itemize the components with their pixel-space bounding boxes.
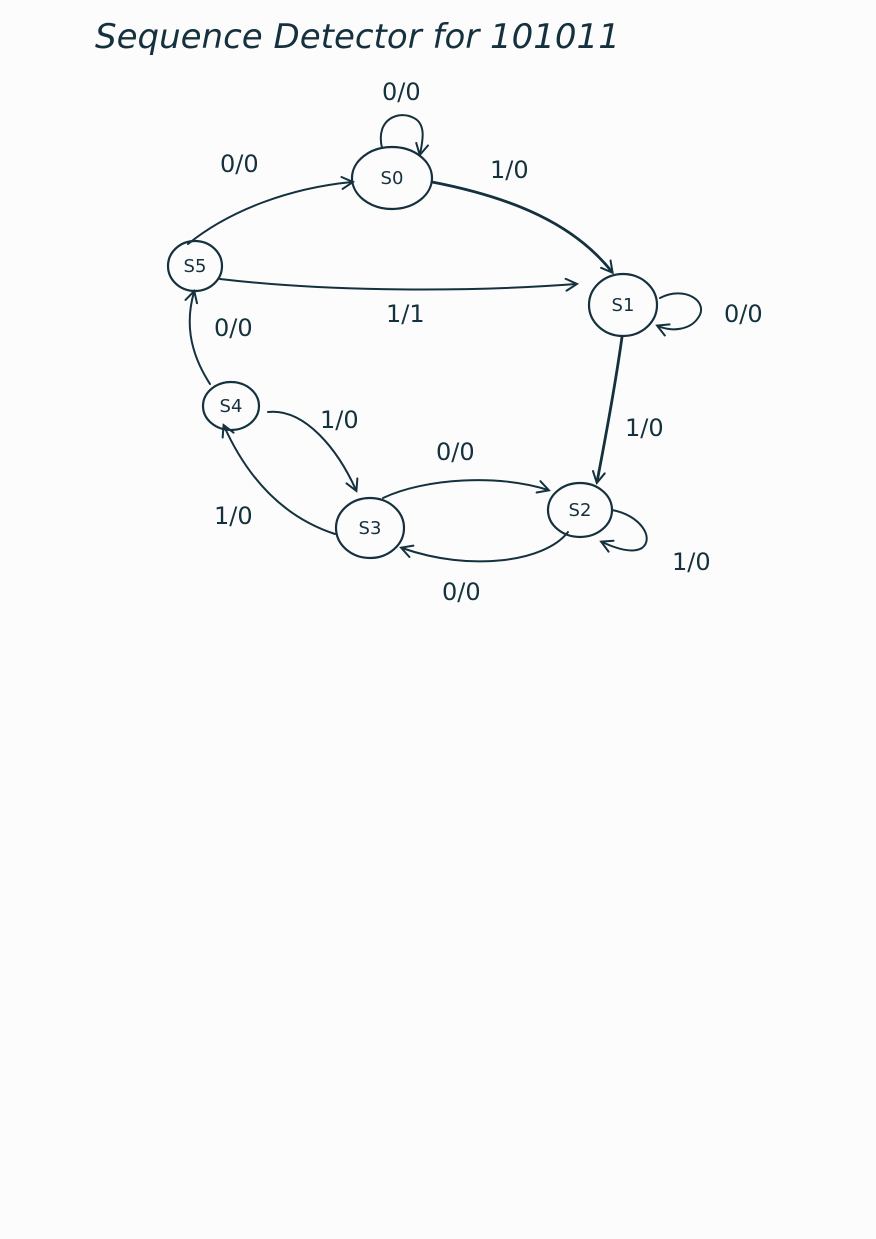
state-s2-label: S2	[569, 500, 592, 521]
label-s2-to-s3: 0/0	[442, 578, 481, 606]
label-s3-to-s4: 1/0	[214, 502, 253, 530]
state-s0: S0	[350, 145, 434, 211]
edge-s2-to-s3	[402, 531, 569, 563]
label-s4-to-s3: 1/0	[320, 406, 359, 434]
label-s5-to-s0: 0/0	[220, 150, 259, 178]
edge-s1-self	[658, 292, 702, 329]
state-s3-label: S3	[359, 518, 382, 539]
label-s4-to-s5: 0/0	[214, 314, 253, 342]
label-s3-to-s2: 0/0	[436, 438, 475, 466]
edge-s3-to-s2	[382, 479, 548, 499]
state-s1-label: S1	[612, 295, 635, 316]
diagram-title: Sequence Detector for 101011	[95, 17, 620, 57]
edge-s2-self	[602, 509, 648, 550]
label-s0-self: 0/0	[382, 78, 421, 106]
label-s1-to-s2: 1/0	[625, 414, 664, 442]
state-s5-label: S5	[184, 256, 207, 277]
label-s1-self: 0/0	[724, 300, 763, 328]
edge-s0-self	[379, 114, 423, 154]
state-s1: S1	[587, 272, 659, 338]
state-s5: S5	[166, 239, 224, 293]
state-s0-label: S0	[381, 168, 404, 189]
edge-s0-to-s1	[430, 180, 612, 272]
edge-s4-to-s5	[190, 292, 211, 385]
edge-s1-to-s2	[597, 335, 624, 482]
label-s5-to-s1: 1/1	[386, 300, 425, 328]
state-s3: S3	[334, 496, 406, 560]
edge-s4-to-s3	[267, 410, 356, 490]
edge-s5-to-s1	[219, 279, 576, 289]
label-s0-to-s1: 1/0	[490, 156, 529, 184]
edge-s5-to-s0	[187, 182, 352, 245]
state-s2: S2	[546, 481, 614, 539]
edge-s3-to-s4	[224, 426, 336, 535]
state-s4: S4	[201, 380, 261, 432]
label-s2-self: 1/0	[672, 548, 711, 576]
state-s4-label: S4	[220, 396, 243, 417]
